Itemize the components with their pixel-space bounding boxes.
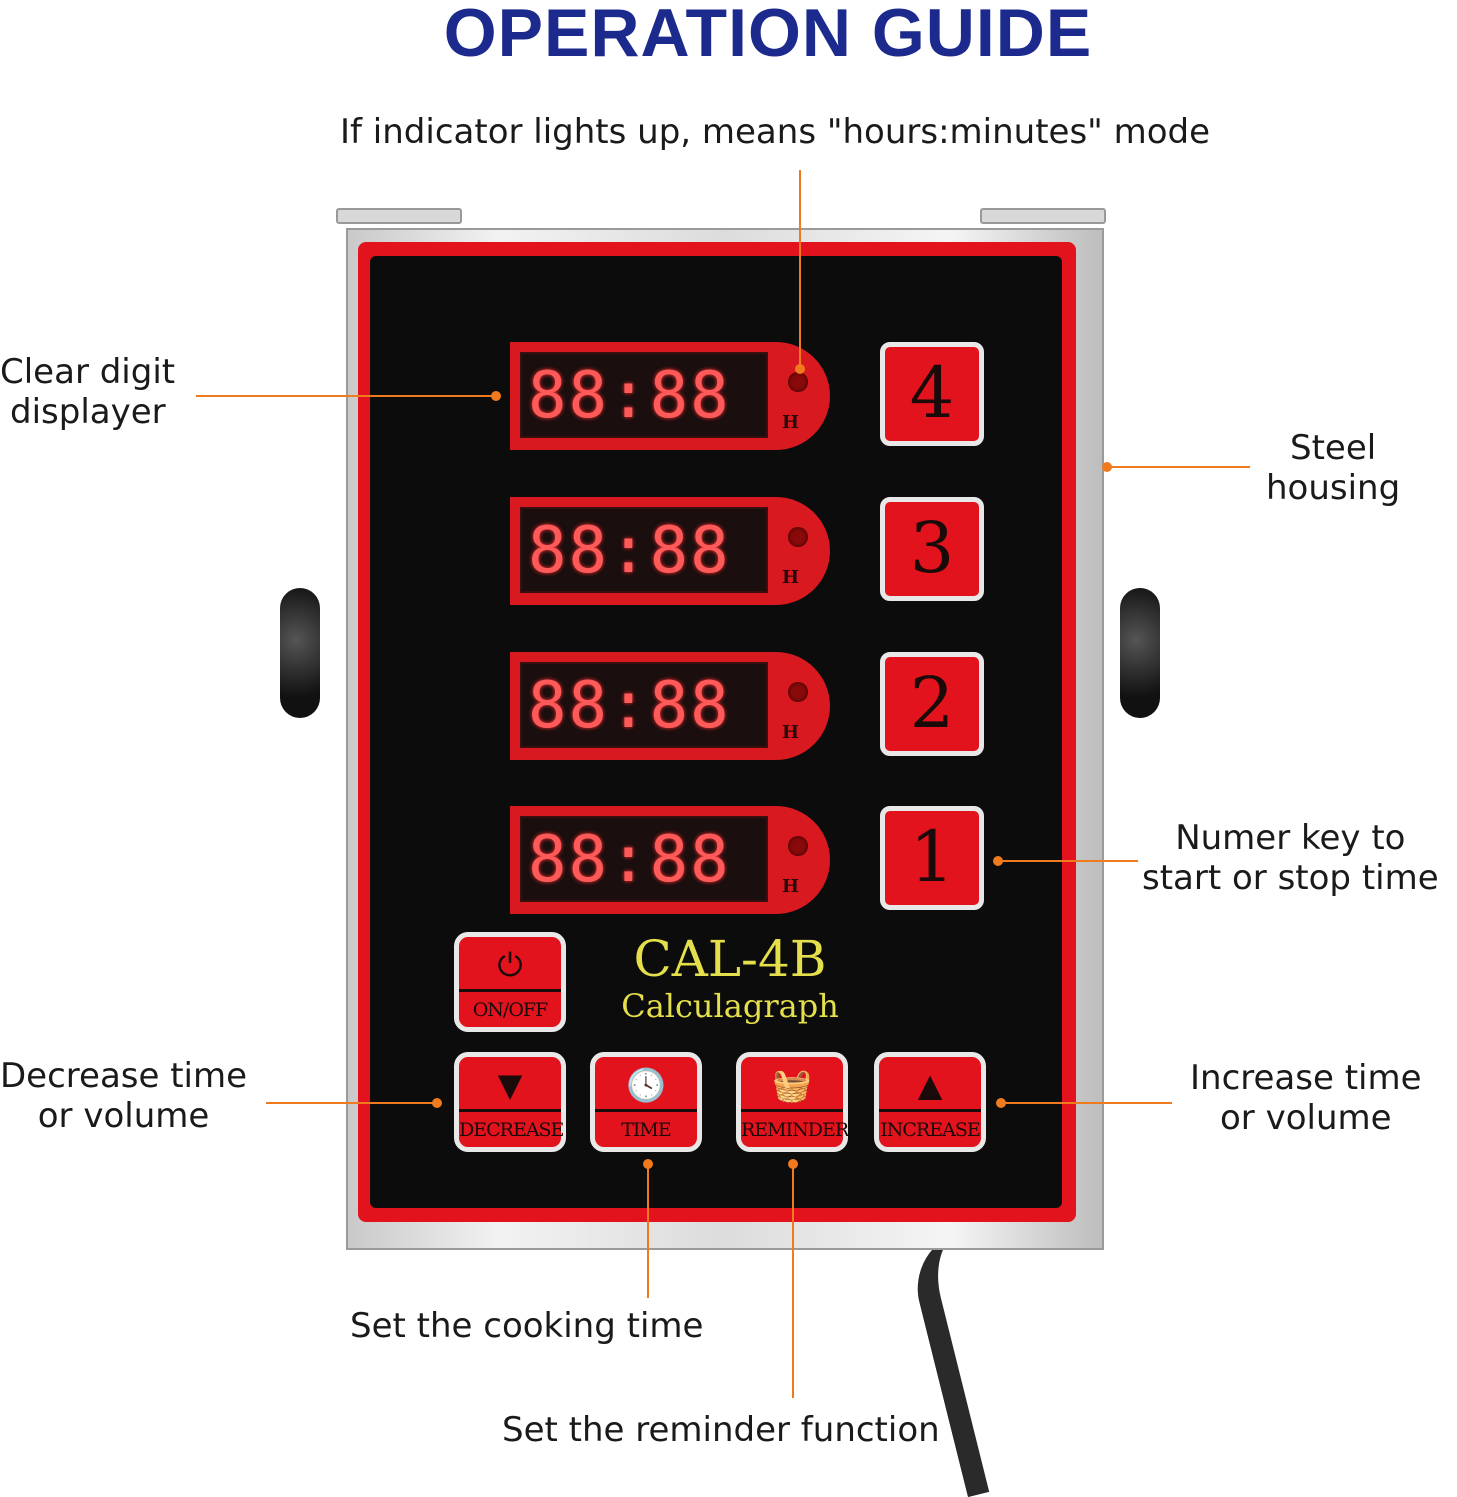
- callout-dot-decrease: [432, 1098, 442, 1108]
- callout-numer-line2: start or stop time: [1142, 858, 1439, 898]
- hours-indicator-led: [788, 682, 808, 702]
- display-screen: 88:88: [520, 352, 768, 438]
- increase-button-label: INCREASE: [880, 1119, 980, 1141]
- mount-knob-right[interactable]: [1120, 588, 1160, 718]
- reminder-button[interactable]: 🧺 REMINDER: [736, 1052, 849, 1152]
- callout-line-reminder: [792, 1164, 794, 1398]
- hours-indicator-label: H: [782, 412, 800, 433]
- triangle-down-icon: ▼: [497, 1066, 523, 1104]
- power-button[interactable]: ⏻ ON/OFF: [454, 932, 566, 1032]
- key-divider: [879, 1109, 981, 1112]
- callout-line-steel: [1108, 466, 1250, 468]
- callout-line-indicator: [799, 170, 801, 368]
- display-digits: 88:88: [528, 823, 731, 897]
- mount-clip-right: [980, 208, 1106, 224]
- model-label: CAL-4B Calculagraph: [600, 930, 860, 1024]
- increase-button[interactable]: ▲ INCREASE: [874, 1052, 986, 1152]
- power-icon: ⏻: [497, 946, 523, 984]
- callout-cooking-time: Set the cooking time: [350, 1306, 704, 1346]
- callout-decrease-line1: Decrease time: [0, 1056, 248, 1096]
- callout-reminder-function: Set the reminder function: [502, 1410, 940, 1450]
- callout-clear-digit-line2: displayer: [10, 392, 166, 432]
- callout-line-cooking: [647, 1164, 649, 1298]
- clock-icon: 🕓: [626, 1066, 666, 1104]
- display-digits: 88:88: [528, 514, 731, 588]
- callout-decrease: Decrease time or volume: [0, 1056, 247, 1136]
- callout-steel-line1: Steel: [1290, 428, 1377, 468]
- callout-numer-key: Numer key to start or stop time: [1142, 818, 1439, 898]
- power-cable: [905, 1225, 1048, 1497]
- timer-display-3: 88:88 H: [510, 497, 830, 605]
- display-digits: 88:88: [528, 359, 731, 433]
- callout-line-clear-digit: [196, 395, 494, 397]
- callout-numer-line1: Numer key to: [1175, 818, 1406, 858]
- timer-display-1: 88:88 H: [510, 806, 830, 914]
- display-screen: 88:88: [520, 816, 768, 902]
- callout-steel-line2: housing: [1266, 468, 1401, 508]
- hours-indicator-label: H: [782, 876, 800, 897]
- callout-indicator: If indicator lights up, means "hours:min…: [340, 112, 1211, 152]
- power-button-label: ON/OFF: [472, 999, 549, 1021]
- hours-indicator-led: [788, 372, 808, 392]
- callout-decrease-line2: or volume: [37, 1096, 210, 1136]
- callout-dot-increase: [996, 1098, 1006, 1108]
- number-key-4[interactable]: 4: [880, 342, 984, 446]
- number-key-3[interactable]: 3: [880, 497, 984, 601]
- timer-display-4: 88:88 H: [510, 342, 830, 450]
- time-button[interactable]: 🕓 TIME: [590, 1052, 702, 1152]
- mount-knob-left[interactable]: [280, 588, 320, 718]
- callout-increase-line1: Increase time: [1190, 1058, 1422, 1098]
- key-divider: [459, 989, 561, 992]
- callout-line-decrease: [266, 1102, 436, 1104]
- callout-clear-digit: Clear digit displayer: [0, 352, 175, 432]
- triangle-up-icon: ▲: [917, 1066, 943, 1104]
- callout-dot-clear-digit: [491, 391, 501, 401]
- callout-dot-steel: [1102, 462, 1112, 472]
- display-screen: 88:88: [520, 662, 768, 748]
- callout-line-increase: [1000, 1102, 1172, 1104]
- timer-display-2: 88:88 H: [510, 652, 830, 760]
- display-digits: 88:88: [528, 669, 731, 743]
- time-button-label: TIME: [621, 1119, 672, 1141]
- page-title: OPERATION GUIDE: [443, 0, 1093, 71]
- key-divider: [459, 1109, 561, 1112]
- hours-indicator-led: [788, 836, 808, 856]
- reminder-button-label: REMINDER: [741, 1119, 849, 1141]
- callout-dot-indicator: [795, 364, 805, 374]
- callout-steel-housing: Steel housing: [1266, 428, 1400, 508]
- hours-indicator-label: H: [782, 567, 800, 588]
- display-screen: 88:88: [520, 507, 768, 593]
- callout-increase: Increase time or volume: [1190, 1058, 1422, 1138]
- key-divider: [595, 1109, 697, 1112]
- basket-icon: 🧺: [772, 1066, 812, 1104]
- callout-increase-line2: or volume: [1219, 1098, 1392, 1138]
- number-key-2[interactable]: 2: [880, 652, 984, 756]
- hours-indicator-led: [788, 527, 808, 547]
- callout-dot-numer: [993, 856, 1003, 866]
- mount-clip-left: [336, 208, 462, 224]
- model-subtitle: Calculagraph: [621, 987, 839, 1025]
- key-divider: [741, 1109, 843, 1112]
- callout-line-numer: [998, 860, 1138, 862]
- callout-clear-digit-line1: Clear digit: [0, 352, 176, 392]
- number-key-1[interactable]: 1: [880, 806, 984, 910]
- hours-indicator-label: H: [782, 722, 800, 743]
- decrease-button-label: DECREASE: [459, 1119, 564, 1141]
- model-name: CAL-4B: [633, 930, 827, 988]
- decrease-button[interactable]: ▼ DECREASE: [454, 1052, 566, 1152]
